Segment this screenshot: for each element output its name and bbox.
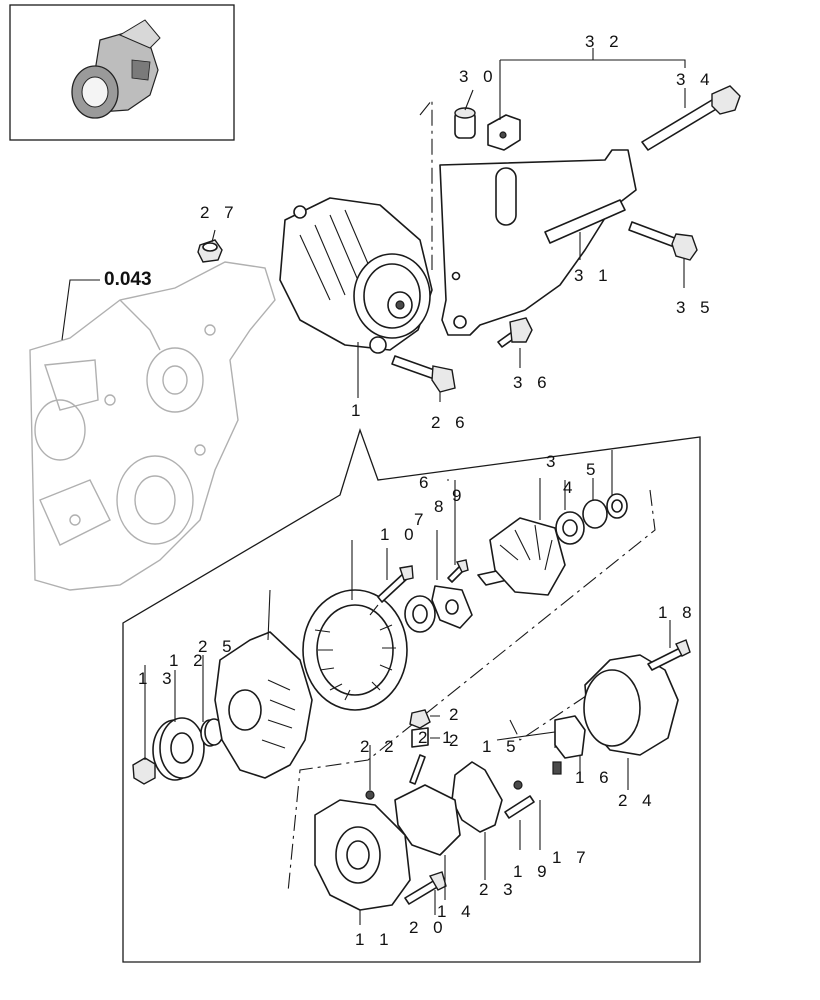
rear-cover	[583, 639, 691, 756]
callout: 1 2	[169, 651, 208, 670]
callout: 1 6	[575, 768, 614, 787]
callout: 3 6	[513, 373, 552, 392]
pulley-and-nut	[132, 717, 205, 785]
callout: 1	[351, 401, 365, 420]
long-bolt	[641, 85, 741, 151]
callout: 7	[414, 510, 428, 529]
callout: 2 1	[418, 728, 457, 747]
callout: 2 6	[431, 413, 470, 432]
rear-housing	[314, 790, 447, 911]
callout: 6	[419, 473, 433, 492]
spacer	[200, 718, 224, 747]
rectifier	[394, 709, 461, 856]
callout: 3 2	[585, 32, 624, 51]
callout: 3 5	[676, 298, 715, 317]
callout: 1 7	[552, 848, 591, 867]
callout: 1 9	[513, 862, 552, 881]
callout: 2	[449, 731, 463, 750]
dash-dot-leaders	[287, 98, 656, 893]
callout: 2 3	[479, 880, 518, 899]
callout: 2 5	[198, 637, 237, 656]
exploded-view-frame	[122, 427, 701, 963]
thumbnail-inset	[9, 4, 235, 141]
callout: 2 7	[200, 203, 239, 222]
leader-lines	[61, 48, 686, 925]
callout: 1 5	[482, 737, 521, 756]
callout: 1 1	[355, 930, 394, 949]
callout: 9	[452, 486, 466, 505]
reference-label: 0.043	[104, 269, 152, 290]
callout: 2	[449, 705, 463, 724]
callout: 3 4	[676, 70, 715, 89]
short-bolt	[497, 317, 533, 348]
mounting-bracket	[439, 149, 637, 336]
callout: 3 0	[459, 67, 498, 86]
engine-cover-ghost	[29, 261, 276, 591]
callout: 3	[546, 452, 560, 471]
callout: 1 8	[658, 603, 697, 622]
callout: 5	[586, 460, 600, 479]
front-housing	[214, 631, 313, 779]
bracket-bolt	[628, 221, 698, 261]
alternator-assembly	[279, 197, 456, 393]
callout: 1 0	[380, 525, 419, 544]
bearing-plate-parts	[377, 559, 473, 633]
callout: 2 2	[360, 737, 399, 756]
callout-numbers: 1 2 2 3 4 5 6 7 8 9 1 0 1 1 1 2 1 3 1 4 …	[138, 32, 715, 949]
callout: 1 4	[437, 902, 476, 921]
callout: 4	[563, 478, 577, 497]
callout: 2 4	[618, 791, 657, 810]
collar-and-nut-block	[454, 107, 521, 151]
callout: 1 3	[138, 669, 177, 688]
callout: 3 1	[574, 266, 613, 285]
brush-and-regulator	[451, 715, 586, 833]
callout: 8	[434, 497, 448, 516]
callout: 2 0	[409, 918, 448, 937]
nut	[197, 239, 223, 263]
stator	[302, 589, 408, 711]
rotor-assembly	[477, 493, 628, 596]
